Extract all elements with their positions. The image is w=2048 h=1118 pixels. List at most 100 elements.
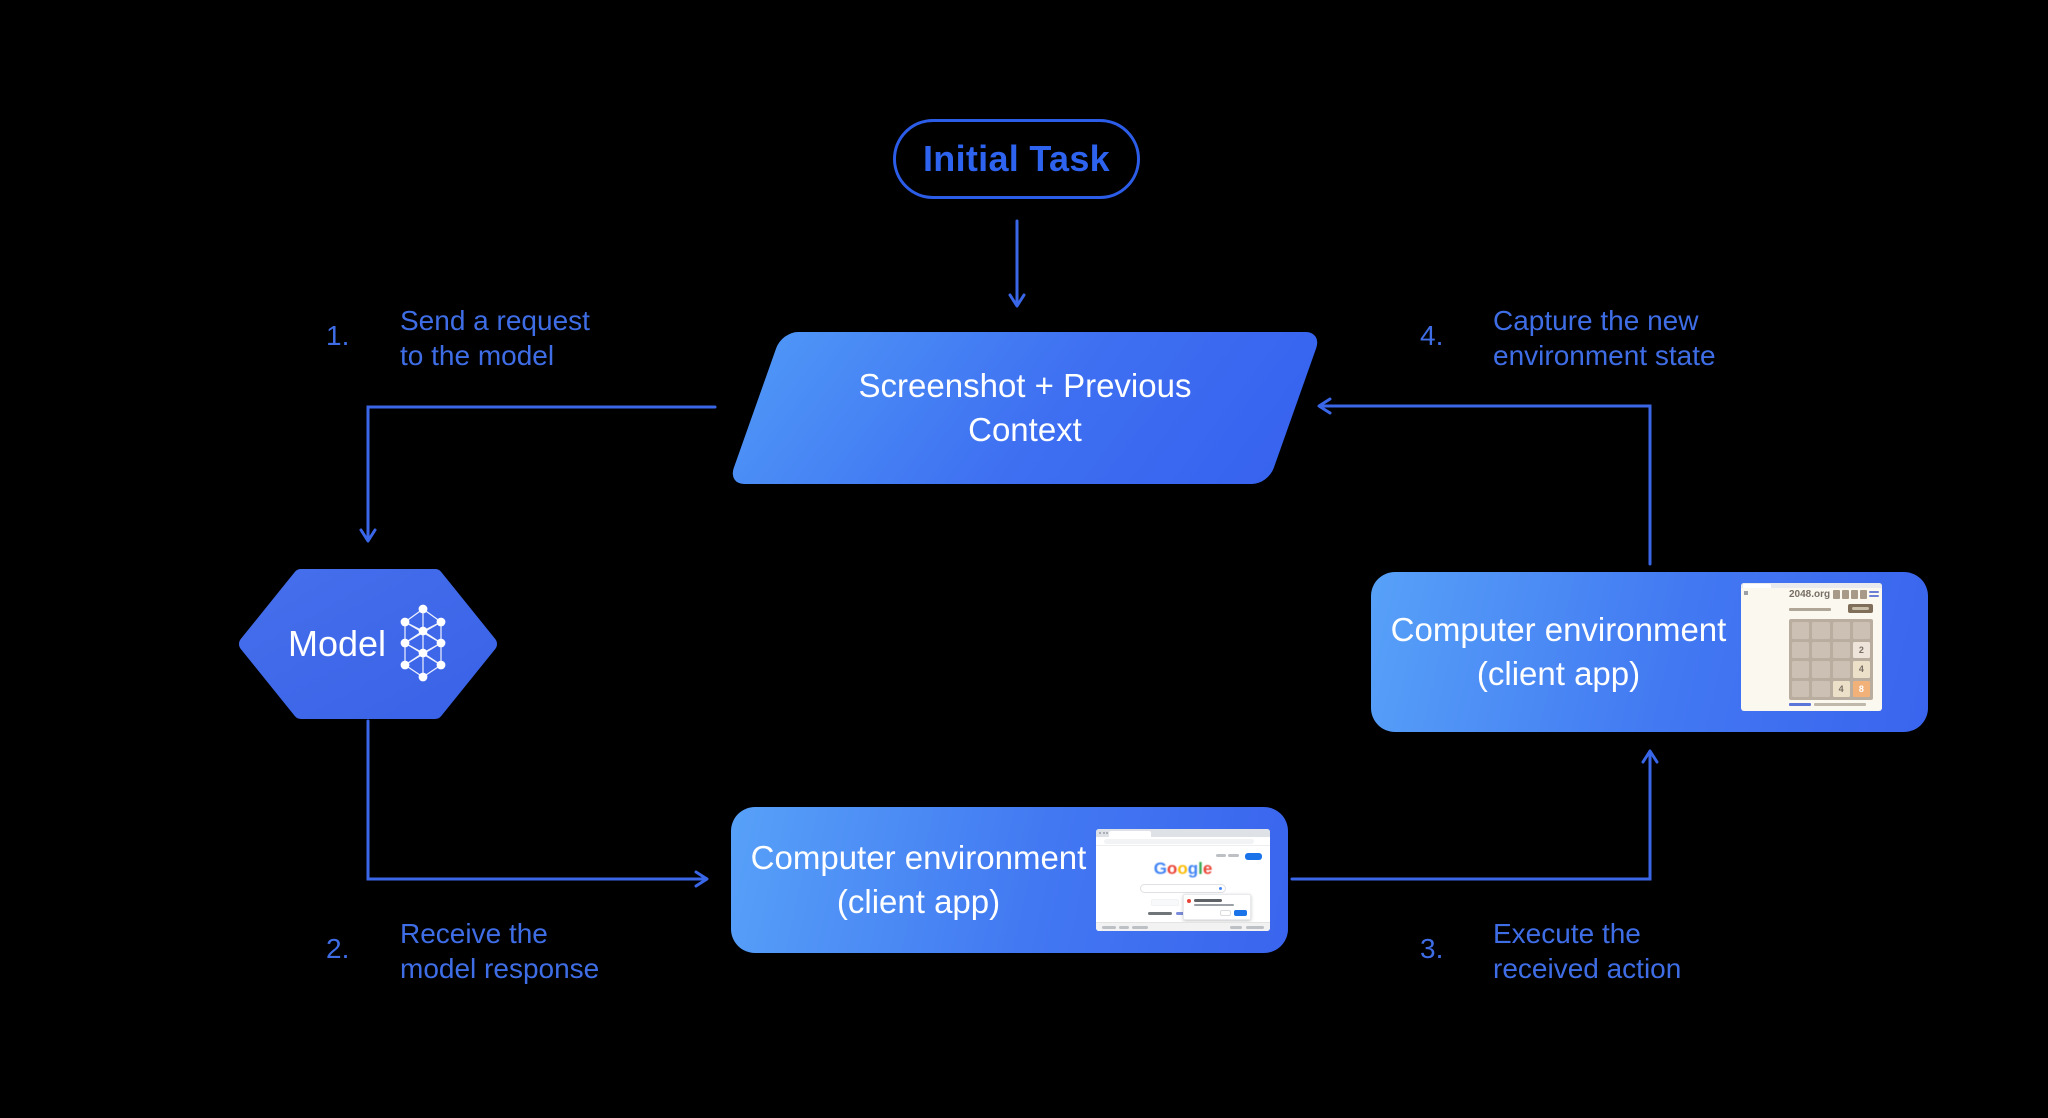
gmail-link-bar [1216, 854, 1226, 857]
url-bar [1104, 839, 1254, 844]
button-text-bar [1852, 607, 1869, 610]
screenshot-context-label-line1: Screenshot + Previous [858, 367, 1192, 404]
browser-tab-strip [1741, 583, 1882, 588]
step-3-label: Execute the received action [1493, 916, 1681, 986]
grid-cell [1832, 622, 1850, 639]
game-2048-thumbnail: 2048.org 2 4 [1741, 583, 1882, 711]
footer-link-bar [1132, 926, 1148, 929]
footer-link-bar [1246, 926, 1264, 929]
logo-letter: G [1153, 859, 1167, 878]
hexagon-shape [239, 569, 497, 719]
initial-task-node: Initial Task [893, 119, 1140, 199]
logo-letter: o [1177, 859, 1188, 878]
new-game-button [1848, 604, 1873, 613]
window-dot [1099, 832, 1101, 834]
grid-cell [1812, 661, 1830, 678]
step-1-label: Send a request to the model [400, 303, 590, 373]
google-search-button [1151, 899, 1179, 906]
site-title: 2048.org [1789, 589, 1831, 600]
step-4-number: 4. [1420, 320, 1444, 351]
model-node: Model [237, 568, 499, 720]
consent-dialog [1183, 894, 1251, 920]
browser-tab [1109, 831, 1151, 837]
footer-link-bar [1789, 703, 1811, 706]
score-box [1851, 590, 1858, 599]
browser-tab-strip [1096, 829, 1270, 837]
google-logo: Google [1096, 859, 1270, 879]
grid-cell [1792, 622, 1810, 639]
tile-4: 4 [1832, 680, 1850, 697]
grid-cell [1852, 622, 1870, 639]
computer-environment-right-node: Computer environment (client app) 2048.o… [1371, 572, 1928, 732]
tile-8: 8 [1852, 680, 1870, 697]
mic-icon [1219, 887, 1222, 890]
dialog-icon [1187, 899, 1191, 903]
grid-cell [1792, 680, 1810, 697]
score-box [1842, 590, 1849, 599]
arrow-environment-to-environment [1290, 749, 1659, 881]
grid-cell [1832, 661, 1850, 678]
dialog-text-bar [1194, 904, 1234, 906]
grid-cell [1832, 641, 1850, 658]
screenshot-context-label-line2: Context [968, 411, 1082, 448]
instructions-text-bar [1789, 608, 1831, 611]
arrow-context-to-model [359, 405, 717, 543]
step-1-number: 1. [326, 320, 350, 351]
step-3-line1: Execute the [1493, 918, 1641, 949]
search-bar [1140, 884, 1226, 893]
logo-letter: e [1202, 859, 1213, 878]
step-2-number: 2. [326, 933, 350, 964]
step-4-line2: environment state [1493, 340, 1716, 371]
sign-in-button [1245, 853, 1262, 860]
screenshot-context-node: Screenshot + Previous Context [728, 332, 1322, 484]
arrow-environment-to-context [1317, 397, 1652, 566]
computer-environment-bottom-node: Computer environment (client app) Google [731, 807, 1288, 953]
grid-cell [1812, 641, 1830, 658]
browser-url-row [1096, 837, 1270, 846]
grid-cell [1792, 641, 1810, 658]
language-text-bar [1148, 912, 1172, 915]
google-search-thumbnail: Google [1096, 829, 1270, 931]
grid-cell [1812, 622, 1830, 639]
footer-text-bar [1814, 703, 1866, 706]
neural-network-icon [400, 604, 446, 682]
step-2-line2: model response [400, 953, 600, 984]
score-box [1860, 590, 1867, 599]
initial-task-label: Initial Task [923, 138, 1110, 179]
dialog-primary-button [1234, 910, 1247, 916]
step-4-line1: Capture the new [1493, 305, 1699, 336]
footer-link-bar [1119, 926, 1129, 929]
header-link-bar [1869, 591, 1879, 593]
game-grid: 2 4 4 8 [1789, 619, 1873, 700]
header-link-bar [1869, 595, 1879, 597]
logo-letter: o [1166, 859, 1178, 878]
tile-2: 2 [1852, 641, 1870, 658]
footer-link-bar [1230, 926, 1242, 929]
env-right-label-line1: Computer environment [1390, 611, 1727, 648]
grid-cell [1792, 661, 1810, 678]
grid-cell [1812, 680, 1830, 697]
footer-link-bar [1102, 926, 1116, 929]
score-box [1833, 590, 1840, 599]
browser-tab [1743, 584, 1771, 588]
step-4-label: Capture the new environment state [1493, 303, 1716, 373]
step-1-line1: Send a request [400, 305, 590, 336]
window-dot [1106, 832, 1108, 834]
step-2-label: Receive the model response [400, 916, 599, 986]
dialog-text-bar [1194, 899, 1222, 902]
logo-letter: g [1187, 859, 1199, 878]
step-1-line2: to the model [400, 340, 555, 371]
env-right-label-line2: (client app) [1476, 655, 1641, 692]
env-bottom-label-line1: Computer environment [750, 839, 1087, 876]
images-link-bar [1228, 854, 1239, 857]
env-bottom-label-line2: (client app) [836, 883, 1001, 920]
tile-4: 4 [1852, 661, 1870, 678]
dialog-secondary-button [1220, 910, 1231, 916]
window-dot [1102, 832, 1105, 834]
step-3-number: 3. [1420, 933, 1444, 964]
step-2-line1: Receive the [400, 918, 548, 949]
model-label: Model [287, 623, 387, 664]
google-footer [1096, 922, 1270, 931]
step-3-line2: received action [1493, 953, 1682, 984]
